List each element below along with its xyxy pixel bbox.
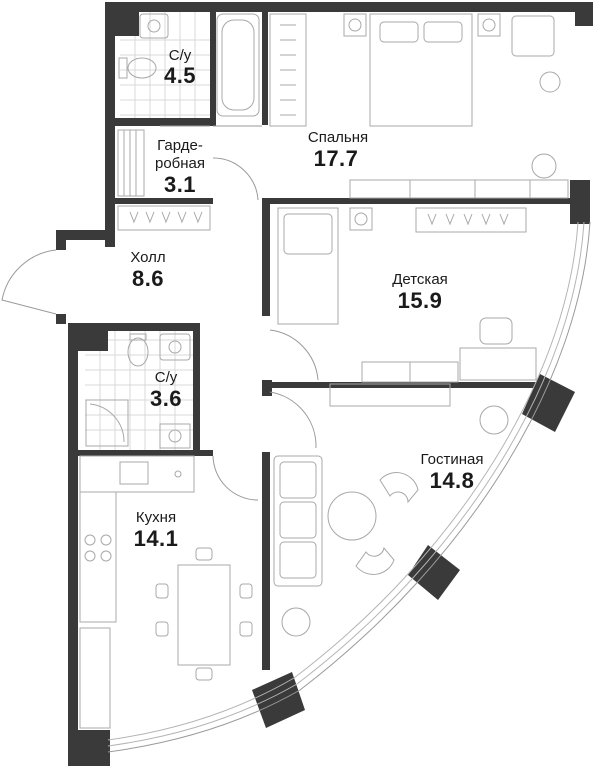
room-area: 15.9 bbox=[398, 288, 443, 313]
room-area: 3.6 bbox=[150, 386, 182, 411]
room-name-line1: Гарде- bbox=[157, 137, 203, 154]
room-label-living-room: Гостиная 14.8 bbox=[421, 451, 484, 493]
room-label-bedroom: Спальня 17.7 bbox=[308, 129, 368, 171]
kids-room-furniture bbox=[277, 207, 537, 383]
bathroom-2-fixtures bbox=[85, 333, 191, 449]
living-room-furniture bbox=[273, 383, 509, 637]
room-label-hall: Холл 8.6 bbox=[130, 249, 165, 291]
room-area: 14.8 bbox=[430, 468, 475, 493]
room-name: Гостиная bbox=[421, 451, 484, 468]
room-area: 3.1 bbox=[164, 172, 196, 197]
room-label-bathroom-1: С/у 4.5 bbox=[164, 47, 196, 88]
room-name-line2: робная bbox=[155, 155, 205, 172]
room-name: С/у bbox=[155, 369, 178, 386]
doors bbox=[1, 125, 319, 501]
bathroom-1-fixtures bbox=[118, 13, 260, 117]
room-name: Детская bbox=[392, 271, 448, 288]
room-area: 4.5 bbox=[164, 63, 196, 88]
bedroom-furniture bbox=[269, 13, 569, 199]
room-name: Холл bbox=[130, 249, 165, 266]
room-label-kitchen: Кухня 14.1 bbox=[134, 509, 179, 551]
room-name: С/у bbox=[169, 47, 192, 64]
walls bbox=[56, 2, 593, 766]
room-area: 14.1 bbox=[134, 526, 179, 551]
bathroom-1-tiles bbox=[120, 10, 210, 118]
room-area: 8.6 bbox=[132, 266, 164, 291]
room-label-kids-room: Детская 15.9 bbox=[392, 271, 448, 313]
wardrobe-shelves bbox=[117, 129, 211, 231]
facade-columns bbox=[252, 374, 575, 728]
room-label-wardrobe: Гарде- робная 3.1 bbox=[155, 137, 205, 197]
room-area: 17.7 bbox=[314, 146, 359, 171]
room-name: Спальня bbox=[308, 129, 368, 146]
room-label-bathroom-2: С/у 3.6 bbox=[150, 369, 182, 411]
room-name: Кухня bbox=[136, 509, 176, 526]
kitchen-furniture bbox=[79, 455, 253, 729]
curved-facade bbox=[107, 221, 591, 753]
